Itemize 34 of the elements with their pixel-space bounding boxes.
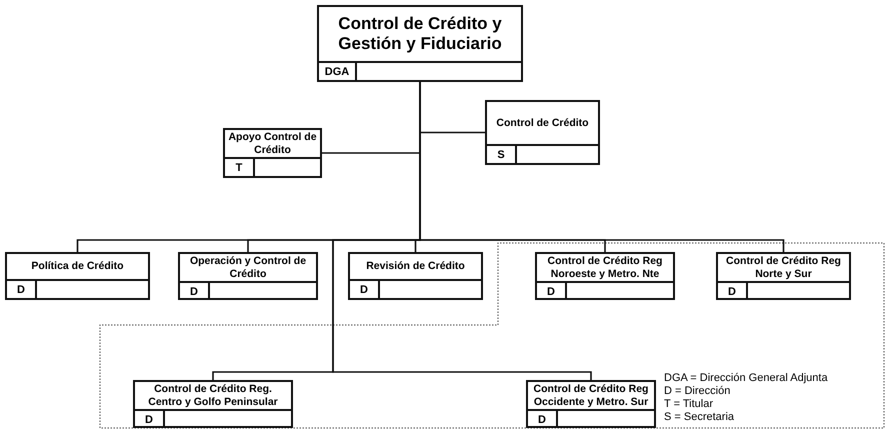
role-code: D	[135, 411, 165, 428]
org-box	[178, 252, 318, 300]
org-box	[133, 380, 293, 428]
legend-note: T = Titular	[664, 398, 714, 410]
unit-name: Control de Crédito Reg Norte y Sur	[725, 254, 842, 282]
role-code: D	[537, 283, 567, 300]
role-code: D	[528, 411, 558, 428]
org-box	[223, 128, 322, 178]
unit-name: Control de Crédito Reg. Centro y Golfo Peninsular	[147, 382, 279, 410]
legend-note: DGA = Dirección General Adjunta	[664, 372, 828, 384]
org-box	[5, 252, 150, 300]
role-code: D	[180, 283, 210, 300]
unit-name: Control de Crédito Reg Occidente y Metro. Sur	[532, 382, 650, 410]
legend-note: S = Secretaria	[664, 411, 734, 423]
role-code: T	[225, 159, 255, 176]
role-code: DGA	[319, 63, 357, 80]
org-box	[485, 100, 600, 165]
unit-name: Apoyo Control de Crédito	[227, 130, 318, 158]
role-code: S	[487, 146, 517, 163]
unit-name: Control de Crédito	[495, 116, 590, 131]
unit-name: Control de Crédito y Gestión y Fiduciario	[337, 12, 503, 55]
unit-name: Revisión de Crédito	[365, 259, 466, 274]
unit-name: Política de Crédito	[30, 259, 125, 274]
role-code: D	[350, 281, 380, 298]
unit-name: Control de Crédito Reg Noroeste y Metro. Nte	[546, 254, 664, 282]
role-code: D	[718, 283, 748, 300]
org-box	[317, 5, 523, 82]
org-box	[348, 252, 483, 300]
legend-note: D = Dirección	[664, 385, 730, 397]
role-code: D	[7, 281, 37, 298]
org-box	[716, 252, 851, 300]
unit-name: Operación y Control de Crédito	[188, 254, 308, 282]
org-box	[526, 380, 656, 428]
org-box	[535, 252, 675, 300]
